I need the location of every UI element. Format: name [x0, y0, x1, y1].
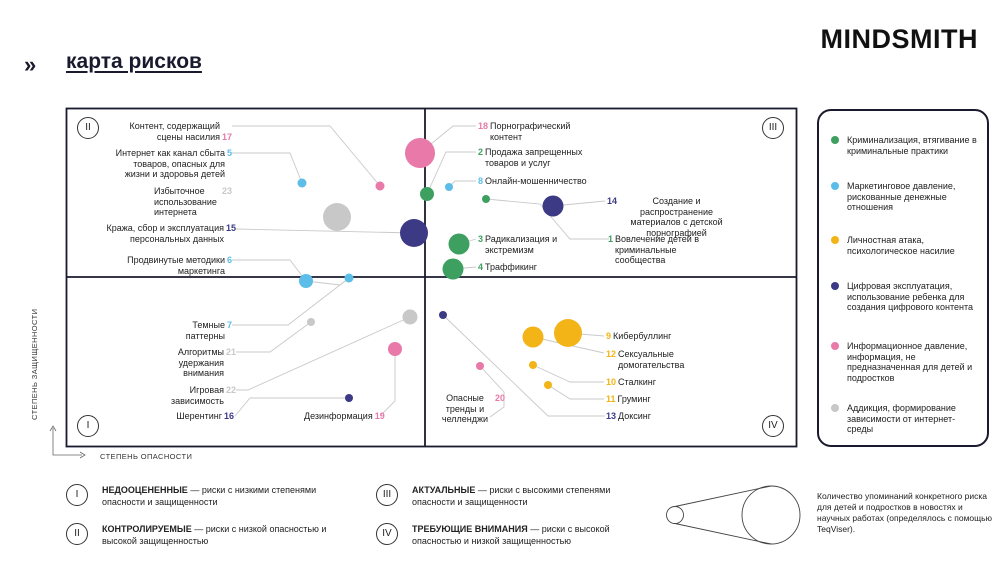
- bubble-risk-18: [405, 138, 435, 168]
- bubble-risk-13: [439, 311, 447, 319]
- bubble-risk-3: [448, 233, 470, 255]
- bubble-risk-20: [476, 362, 484, 370]
- gray-dot-icon: [831, 404, 839, 412]
- bubble-risk-4: [442, 258, 464, 280]
- bubble-risk-16: [345, 394, 353, 402]
- legend-item-pers: Личностная атака, психологическое насили…: [831, 235, 981, 256]
- bubble-risk-11: [544, 381, 552, 389]
- bubble-risk-21: [307, 318, 315, 326]
- category-legend: Криминализация, втягивание в криминальны…: [817, 109, 989, 447]
- yellow-dot-icon: [831, 236, 839, 244]
- bubble-risk-2: [420, 187, 434, 201]
- bubble-risk-10: [529, 361, 537, 369]
- quadrant-i-marker: I: [77, 415, 99, 437]
- quadrant-ii-marker: II: [77, 117, 99, 139]
- quadrant-iv-marker: IV: [762, 415, 784, 437]
- bubble-risk-22: [402, 309, 418, 325]
- roman-i-marker: I: [66, 484, 88, 506]
- bubble-risk-23: [323, 203, 351, 231]
- quadrant-legend-i: I НЕДООЦЕНЕННЫЕ — риски с низкими степен…: [66, 484, 356, 510]
- bubble-risk-6: [299, 274, 313, 288]
- blue-dot-icon: [831, 182, 839, 190]
- bubble-risk-5: [297, 178, 307, 188]
- page-title: карта рисков: [66, 50, 202, 73]
- bubble-risk-7: [344, 273, 354, 283]
- quadrant-iii-marker: III: [762, 117, 784, 139]
- bubble-risk-15: [400, 219, 428, 247]
- risk-label-22: Игровая зависимость22: [171, 385, 236, 406]
- risk-label-7: Темные паттерны7: [185, 320, 232, 341]
- bubble-risk-8: [445, 183, 453, 191]
- bubble-size-note: Количество упоминаний конкретного риска …: [817, 491, 992, 534]
- quadrant-legend-iii: III АКТУАЛЬНЫЕ — риски с высокими степен…: [376, 484, 666, 510]
- bubble-risk-17: [375, 181, 385, 191]
- quadrant-legend-ii: II КОНТРОЛИРУЕМЫЕ — риски с низкой опасн…: [66, 523, 356, 549]
- risk-label-15: Кража, сбор и эксплуатация персональных …: [106, 223, 236, 244]
- navy-dot-icon: [831, 282, 839, 290]
- quadrant-legend-iv: IV ТРЕБУЮЩИЕ ВНИМАНИЯ — риски с высокой …: [376, 523, 666, 549]
- risk-label-5: Интернет как канал сбыта товаров, опасны…: [115, 148, 232, 179]
- roman-ii-marker: II: [66, 523, 88, 545]
- legend-item-crim: Криминализация, втягивание в криминальны…: [831, 135, 981, 156]
- risk-label-23: Избыточное использование интернета23: [153, 186, 232, 217]
- bubble-risk-19: [388, 342, 402, 356]
- y-axis-label: СТЕПЕНЬ ЗАЩИЩЕННОСТИ: [30, 308, 39, 420]
- roman-iii-marker: III: [376, 484, 398, 506]
- x-axis-label: СТЕПЕНЬ ОПАСНОСТИ: [100, 452, 193, 461]
- logo: MINDSMITH: [820, 24, 978, 54]
- legend-item-addi: Аддикция, формирование зависимости от ин…: [831, 403, 981, 435]
- risk-label-6: Продвинутые методики маркетинга6: [127, 255, 232, 276]
- legend-item-mkt: Маркетинговое давление, рискованные дене…: [831, 181, 981, 213]
- risk-label-20: Опасные тренды и челленджи20: [441, 393, 505, 424]
- bubble-risk-9: [554, 319, 582, 347]
- roman-iv-marker: IV: [376, 523, 398, 545]
- pink-dot-icon: [831, 342, 839, 350]
- bubble-risk-14: [542, 195, 564, 217]
- legend-item-digi: Цифровая эксплуатация, использование реб…: [831, 281, 981, 313]
- bubble-risk-12: [522, 326, 544, 348]
- green-dot-icon: [831, 136, 839, 144]
- legend-item-info: Информационное давление, информация, не …: [831, 341, 981, 383]
- bubble-risk-1: [482, 195, 490, 203]
- risk-label-21: Алгоритмы удержания внимания21: [177, 347, 236, 378]
